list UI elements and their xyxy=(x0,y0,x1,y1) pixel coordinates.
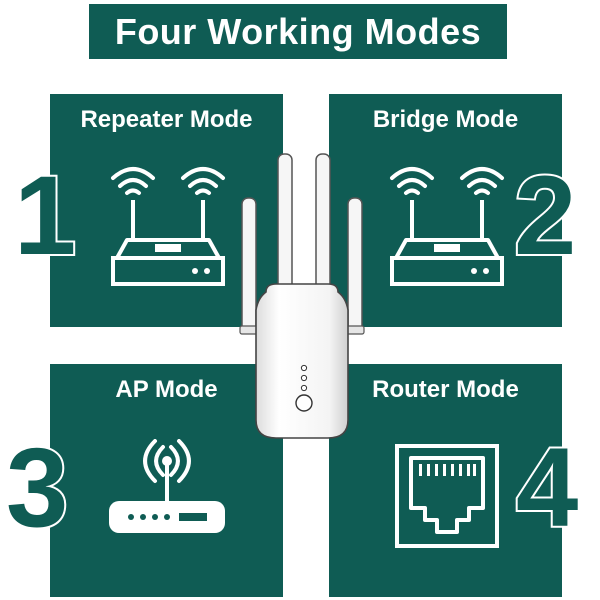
mode-number-4: 4 xyxy=(514,425,580,550)
router-mode-panel: Router Mode xyxy=(329,364,562,597)
mode-number-3: 3 xyxy=(4,425,70,550)
mode-number-1: 1 xyxy=(12,153,78,278)
bridge-mode-panel: Bridge Mode xyxy=(329,94,562,327)
ap-mode-label: AP Mode xyxy=(115,376,218,403)
access-point-wifi-icon xyxy=(105,439,230,539)
router-with-two-wifi-icon xyxy=(384,162,509,287)
ap-mode-panel: AP Mode xyxy=(50,364,283,597)
page-title: Four Working Modes xyxy=(89,4,507,59)
mode-number-2: 2 xyxy=(512,153,578,278)
repeater-mode-label: Repeater Mode xyxy=(80,106,253,133)
router-with-two-wifi-icon xyxy=(105,162,230,287)
wifi-extender-device-icon xyxy=(236,150,366,442)
router-mode-label: Router Mode xyxy=(372,376,519,403)
bridge-mode-label: Bridge Mode xyxy=(372,106,519,133)
ethernet-port-icon xyxy=(395,444,499,548)
